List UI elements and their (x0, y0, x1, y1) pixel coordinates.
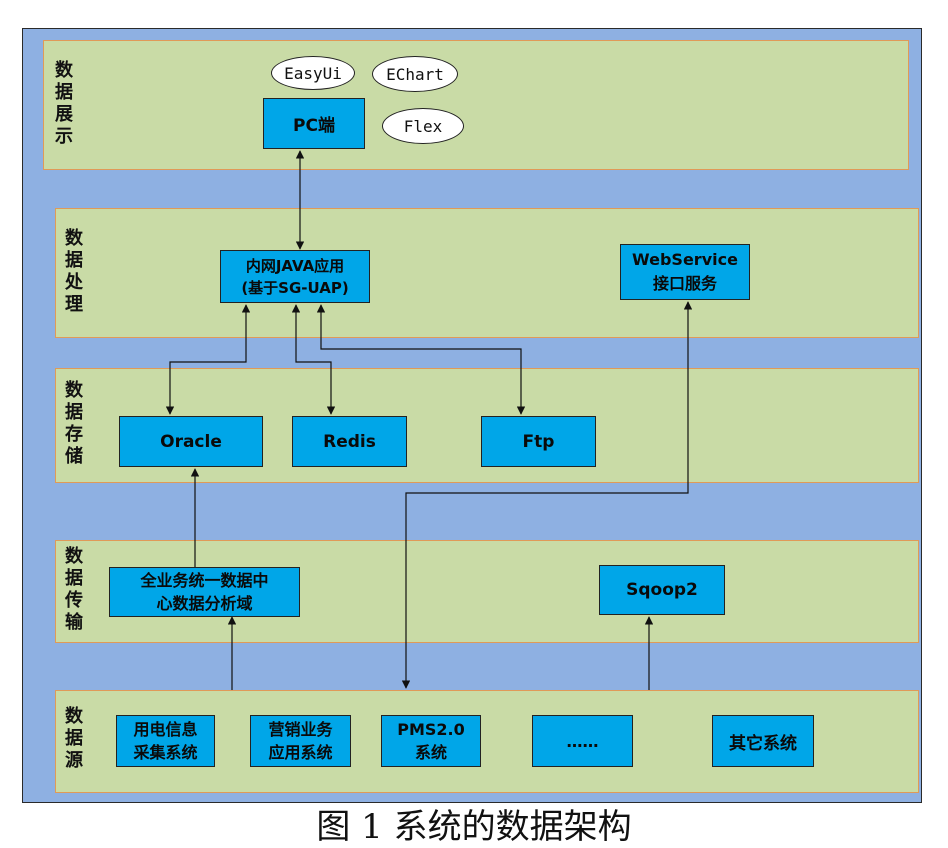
box-webservice: WebService 接口服务 (620, 244, 750, 300)
box-source-more: …… (532, 715, 633, 767)
box-source-marketing: 营销业务 应用系统 (250, 715, 351, 767)
box-source-power-collection: 用电信息 采集系统 (116, 715, 215, 767)
box-data-center: 全业务统一数据中 心数据分析域 (109, 567, 300, 617)
layer-transfer-label: 数据传输 (65, 546, 83, 633)
box-pc-client: PC端 (263, 98, 365, 149)
arrow-java-oracle (165, 304, 251, 415)
box-source-other: 其它系统 (712, 715, 814, 767)
layer-source-label: 数据源 (65, 706, 83, 771)
figure-caption: 图 1 系统的数据架构 (316, 807, 632, 847)
oval-easyui: EasyUi (271, 56, 355, 90)
oval-echart: EChart (372, 56, 458, 92)
arrow-java-redis (291, 304, 336, 415)
oval-flex: Flex (382, 108, 464, 144)
box-redis: Redis (292, 416, 407, 467)
box-source-pms: PMS2.0 系统 (381, 715, 481, 767)
layer-display-label: 数据展示 (55, 60, 73, 147)
layer-storage-label: 数据存储 (65, 380, 83, 467)
box-ftp: Ftp (481, 416, 596, 467)
layer-processing-label: 数据处理 (65, 228, 83, 315)
layer-display (43, 40, 909, 170)
box-sqoop2: Sqoop2 (599, 565, 725, 615)
box-java-app: 内网JAVA应用 (基于SG-UAP) (220, 250, 370, 303)
arrow-java-ftp (316, 304, 526, 415)
arrow-webservice-pms (401, 301, 693, 689)
box-oracle: Oracle (119, 416, 263, 467)
